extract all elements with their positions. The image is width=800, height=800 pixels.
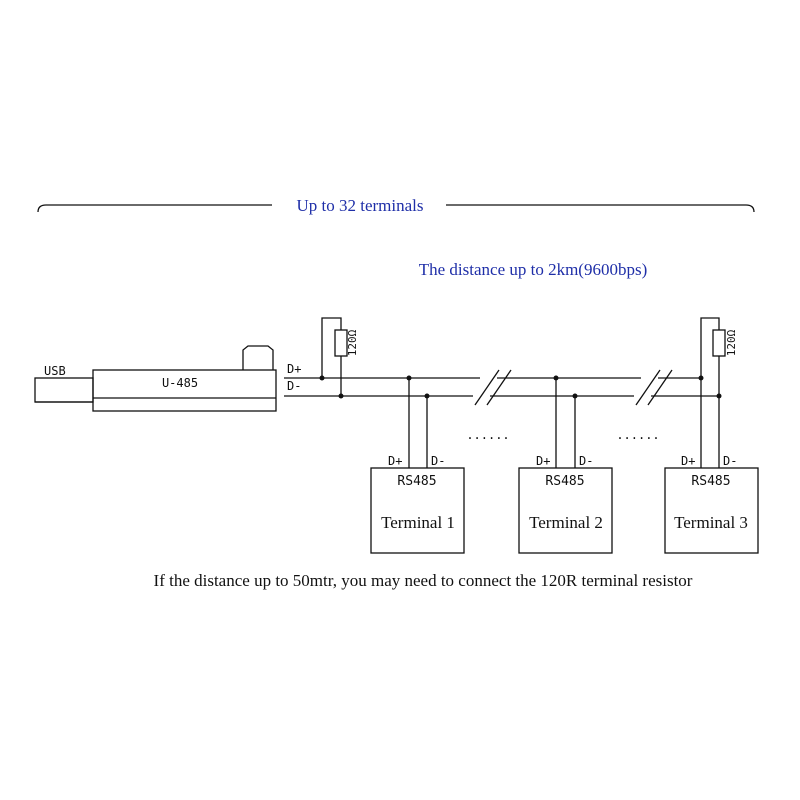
break-mark: [647, 369, 673, 406]
terminator-resistor-right: [700, 317, 726, 396]
more-terminals-ellipsis-1: ......: [466, 428, 509, 442]
terminal-3-name: Terminal 3: [674, 513, 748, 532]
more-terminals-ellipsis-2: ......: [616, 428, 659, 442]
bus-dplus-label: D+: [287, 362, 301, 376]
terminal-2-interface: RS485: [545, 474, 584, 489]
usb-converter: [34, 345, 277, 412]
bus-dminus-label: D-: [287, 379, 301, 393]
break-mark: [635, 369, 661, 406]
terminal-1-name: Terminal 1: [381, 513, 455, 532]
distance-label: The distance up to 2km(9600bps): [419, 260, 648, 279]
adapter-body: [92, 369, 277, 412]
terminal-box: [370, 467, 465, 554]
adapter-model-label: U-485: [162, 376, 198, 390]
span-line-left: [37, 204, 272, 213]
cable-break-marks: [474, 369, 673, 406]
span-line-right: [446, 204, 755, 213]
terminator-resistor-left: [321, 317, 348, 396]
break-mark: [474, 369, 500, 406]
terminal-3-dminus: D-: [723, 454, 737, 468]
terminal-1-interface: RS485: [397, 474, 436, 489]
terminal-3-interface: RS485: [691, 474, 730, 489]
terminal-box: [664, 467, 759, 554]
usb-label: USB: [44, 364, 66, 378]
terminal-resistor-note: If the distance up to 50mtr, you may nee…: [154, 571, 693, 590]
terminal-box: [518, 467, 613, 554]
break-mark: [486, 369, 512, 406]
terminal-2-dplus: D+: [536, 454, 550, 468]
terminal-2: [518, 378, 613, 554]
terminal-2-name: Terminal 2: [529, 513, 603, 532]
terminals-count-label: Up to 32 terminals: [296, 196, 423, 215]
terminal-1-dplus: D+: [388, 454, 402, 468]
terminal-3: [664, 378, 759, 554]
resistor-body: [712, 329, 726, 357]
terminal-2-dminus: D-: [579, 454, 593, 468]
terminal-1-dminus: D-: [431, 454, 445, 468]
resistor-value-left: 120Ω: [346, 329, 359, 356]
adapter-led-bump: [242, 345, 274, 370]
terminal-3-dplus: D+: [681, 454, 695, 468]
resistor-value-right: 120Ω: [725, 329, 738, 356]
usb-plug: [34, 377, 94, 403]
terminal-1: [370, 378, 465, 554]
junction-dots: [319, 375, 722, 399]
terminals-span-bracket: [37, 204, 755, 213]
